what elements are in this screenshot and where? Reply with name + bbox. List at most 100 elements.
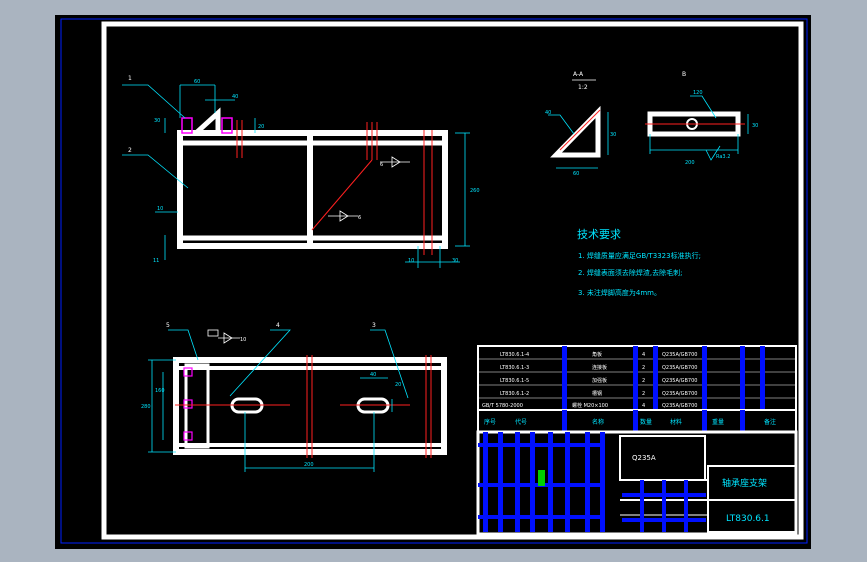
sig-band-h <box>478 515 603 519</box>
dim-triangle-base: 60 <box>573 171 579 177</box>
dim-triangle-height: 30 <box>610 132 616 138</box>
dim-slot-spacing: 200 <box>304 462 314 468</box>
part-qty: 4 <box>642 352 645 358</box>
part-qty: 2 <box>642 391 645 397</box>
plan-outer <box>173 357 447 455</box>
part-name: 加强板 <box>592 377 607 384</box>
roughness-symbol <box>705 145 721 161</box>
number-cell <box>707 499 797 533</box>
weld-size-a: 6 <box>380 162 383 168</box>
header-code: 代号 <box>515 418 527 426</box>
scale-band-v <box>662 480 666 532</box>
leader-2 <box>122 154 189 189</box>
dim-plan-height: 280 <box>141 404 151 410</box>
col-band <box>740 346 745 410</box>
col-band <box>760 346 765 410</box>
part-name: 螺栓 M20×100 <box>572 402 608 409</box>
dim-left-margin: 10 <box>157 206 163 212</box>
front-gusset <box>189 107 221 136</box>
col-band <box>702 410 707 432</box>
center-line <box>311 159 373 231</box>
section-dims <box>548 112 609 169</box>
plan-redlines <box>175 355 432 458</box>
weld-text: 6 6 <box>358 162 383 221</box>
tech-line-3: 3. 未注焊脚高度为4mm。 <box>578 288 661 297</box>
leader-3 <box>370 329 409 399</box>
sig-band <box>483 432 488 532</box>
bolt-head <box>183 367 193 377</box>
part-code: LT830.6.1-4 <box>500 352 529 358</box>
dim-top-offset: 40 <box>232 94 238 100</box>
header-qty: 数量 <box>640 418 652 426</box>
sig-band <box>515 432 520 532</box>
weld-flag <box>339 210 349 222</box>
front-view-redlines <box>236 120 433 255</box>
dim-bar-height: 30 <box>752 123 758 129</box>
front-dimensions <box>155 84 470 268</box>
col-band <box>562 410 567 432</box>
part-name: 连接板 <box>592 364 607 371</box>
plan-dimensions <box>148 329 409 472</box>
col-band <box>562 346 567 410</box>
bolt-head <box>183 399 193 409</box>
part-qty: 2 <box>642 365 645 371</box>
title-block: Q235A 轴承座支架 LT830.6.1 <box>476 430 798 536</box>
sig-band <box>565 432 570 532</box>
part-material: Q235A/GB700 <box>662 403 697 409</box>
weld-flag <box>391 156 401 168</box>
front-dim-text: 60 40 30 20 260 10 11 10 30 <box>153 79 480 264</box>
leader-1 <box>122 84 186 119</box>
header-name: 名称 <box>592 418 604 426</box>
dim-bottom-right-b: 30 <box>452 258 458 264</box>
weld-symbol <box>328 156 410 222</box>
balloon-labels: 1 2 <box>128 75 132 154</box>
plan-bolt-heads <box>183 367 193 441</box>
title-material: Q235A <box>632 454 656 462</box>
weld-flag <box>223 332 233 344</box>
scale-band-v <box>684 480 688 532</box>
dim-bottom-left: 11 <box>153 258 159 264</box>
section-view-label: A-A <box>573 71 584 78</box>
bolt-head <box>183 431 193 441</box>
sig-band <box>600 432 605 532</box>
plan-dim-text: 280 160 200 40 20 <box>141 372 401 468</box>
green-marker <box>538 470 545 486</box>
scale-band-v <box>640 480 644 532</box>
col-band <box>633 410 638 432</box>
tech-line-2: 2. 焊缝表面须去除焊渣,去除毛刺; <box>578 268 683 277</box>
col-band <box>740 410 745 432</box>
section-dim-text: 40 30 60 <box>545 110 616 177</box>
balloon-3: 3 <box>372 322 376 329</box>
tech-line-1: 1. 焊缝质量应满足GB/T3323标准执行; <box>578 251 701 260</box>
paper-outer-frame <box>60 18 808 544</box>
dim-slot-height: 20 <box>395 382 401 388</box>
leader-5 <box>168 329 199 361</box>
sig-band <box>530 432 535 532</box>
balloon-1: 1 <box>128 75 132 82</box>
dim-plan-inner: 160 <box>155 388 165 394</box>
dim-slot-width: 40 <box>370 372 376 378</box>
sig-band <box>585 432 590 532</box>
part-material: Q235A/GB700 <box>662 352 697 358</box>
bar-dims <box>649 95 749 161</box>
tech-title: 技术要求 <box>577 228 621 241</box>
col-band <box>702 346 707 410</box>
sig-band <box>498 432 503 532</box>
balloon-2: 2 <box>128 147 132 154</box>
part-name: 槽钢 <box>592 390 602 397</box>
dim-bottom-right-a: 10 <box>408 258 414 264</box>
front-bolt-plate <box>181 117 193 134</box>
leader <box>690 95 717 119</box>
part-material: Q235A/GB700 <box>662 391 697 397</box>
plan-balloons: 5 4 3 <box>166 322 376 329</box>
part-qty: 4 <box>642 403 645 409</box>
leader <box>548 114 575 135</box>
part-code: LT830.6.1-2 <box>500 391 529 397</box>
part-code: LT830.6.1-3 <box>500 365 529 371</box>
part-name: 角板 <box>592 351 602 358</box>
dim-top-width: 60 <box>194 79 200 85</box>
front-leaders <box>122 84 189 189</box>
balloon-5: 5 <box>166 322 170 329</box>
weld-size-c: 10 <box>240 337 246 343</box>
